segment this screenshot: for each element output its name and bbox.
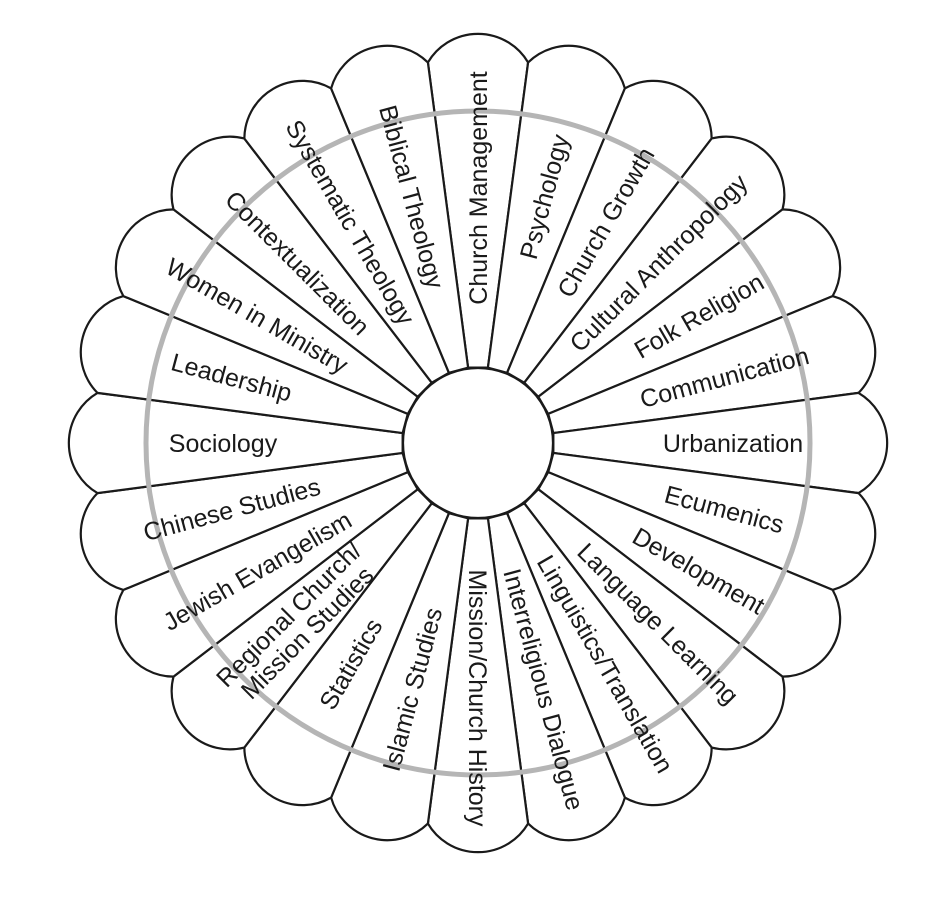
petal-19 [79, 294, 410, 435]
petal-label-0: Church Management [465, 71, 493, 305]
center-hub [401, 366, 555, 520]
petal-17 [79, 451, 410, 592]
petal-10 [505, 501, 713, 807]
petal-15 [170, 487, 434, 751]
petal-6 [552, 391, 889, 495]
petal-1 [486, 44, 627, 375]
petal-label-12: Mission/Church History [463, 569, 491, 827]
petal-22 [243, 79, 451, 385]
petal-label-group-6: Urbanization [663, 430, 803, 458]
petal-label-6: Urbanization [663, 430, 803, 458]
petal-0 [426, 32, 530, 369]
petal-7 [546, 451, 877, 592]
petal-20 [114, 208, 420, 416]
petal-13 [329, 511, 470, 842]
petal-14 [243, 501, 451, 807]
petal-label-18: Sociology [169, 430, 278, 458]
petal-2 [505, 79, 713, 385]
petal-8 [536, 470, 842, 678]
petal-5 [546, 294, 877, 435]
petal-label-group-18: Sociology [169, 430, 278, 458]
petal-23 [329, 44, 470, 375]
petal-3 [522, 135, 786, 399]
petal-16 [114, 470, 420, 678]
petal-9 [522, 487, 786, 751]
petal-4 [536, 208, 842, 416]
petal-label-group-0: Church Management [465, 71, 493, 305]
petals-group [67, 32, 889, 854]
guide-ring [143, 108, 813, 778]
petal-label-group-12: Mission/Church History [463, 569, 491, 827]
petal-18 [67, 391, 404, 495]
petal-11 [486, 511, 627, 842]
petal-21 [170, 135, 434, 399]
petal-12 [426, 517, 530, 854]
